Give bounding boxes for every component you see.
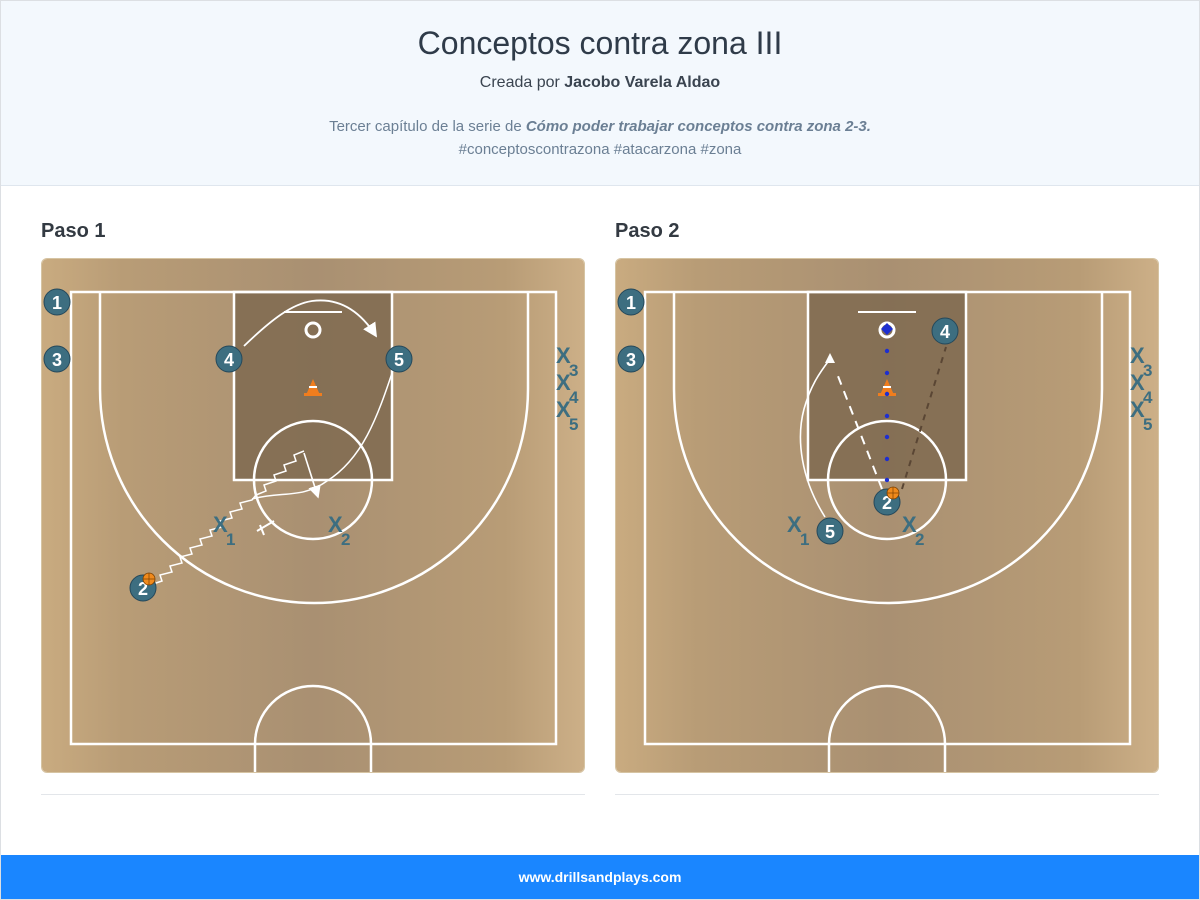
defender-x1[interactable]: X 1 [213,512,235,549]
screen-direction [303,452,321,499]
svg-text:1: 1 [226,530,235,549]
svg-text:4: 4 [569,388,579,407]
svg-text:3: 3 [1143,361,1152,380]
player-4[interactable]: 4 [931,317,959,345]
basketball-icon [142,572,156,586]
defender-x2[interactable]: X 2 [328,512,350,549]
step-title: Paso 2 [615,220,680,242]
player-label: 3 [52,350,62,370]
free-throw-circle [826,419,948,541]
player-5[interactable]: 5 [816,517,844,545]
player-4[interactable]: 4 [215,345,243,373]
footer-site-link[interactable]: www.drillsandplays.com [518,869,682,885]
svg-text:1: 1 [800,530,809,549]
defenders: X 1 X 2 X 3 X 4 X 5 [787,343,1153,549]
svg-text:X: X [902,512,917,537]
svg-text:X: X [1130,370,1145,395]
page-title: Conceptos contra zona III [417,25,783,61]
defender-x5[interactable]: X 5 [1130,397,1152,434]
pass-line-dark [901,346,947,490]
court-svg: 1 3 4 5 2 [616,259,1158,772]
free-throw-circle [252,419,374,541]
player-label: 1 [52,293,62,313]
cut-line-5 [251,366,395,500]
description: Tercer capítulo de la serie de Cómo pode… [1,118,1199,135]
author-name: Jacobo Varela Aldao [564,74,721,91]
court-diagram: 1 3 4 5 2 [615,258,1159,773]
court-lines [643,290,1132,772]
svg-text:X: X [787,512,802,537]
footer: www.drillsandplays.com [1,855,1199,899]
player-3[interactable]: 3 [617,345,645,373]
player-label: 3 [626,350,636,370]
cut-path-5 [799,358,831,518]
svg-text:X: X [556,343,571,368]
defender-x2[interactable]: X 2 [902,512,924,549]
page-header: Conceptos contra zona III Creada por Jac… [1,1,1199,186]
svg-text:X: X [1130,397,1145,422]
dribble-path-2 [149,450,305,586]
player-2-with-ball[interactable]: 2 [129,572,157,602]
byline-prefix: Creada por [479,74,565,91]
svg-text:2: 2 [341,530,350,549]
svg-text:X: X [556,370,571,395]
defender-x4[interactable]: X 4 [1130,370,1153,407]
step-2: Paso 2 [615,218,1159,795]
three-point-line [672,292,1104,605]
svg-text:2: 2 [915,530,924,549]
cut-arrow-head [825,353,835,363]
step-title: Paso 1 [41,220,106,242]
defender-x5[interactable]: X 5 [556,397,578,434]
player-3[interactable]: 3 [43,345,71,373]
screen-end [259,524,265,536]
player-label: 4 [940,322,950,342]
screen-line [256,520,275,532]
svg-text:X: X [556,397,571,422]
player-label: 5 [825,522,835,542]
basketball-icon [886,486,900,500]
shot-path [884,348,890,483]
center-circle [253,684,373,772]
cut-arrow-4 [243,299,377,347]
player-label: 1 [626,293,636,313]
svg-text:X: X [213,512,228,537]
cone-icon [304,379,322,396]
player-label: 4 [224,350,234,370]
pass-line-white [835,370,883,490]
byline: Creada por Jacobo Varela Aldao [1,74,1199,92]
court-svg: 1 3 4 5 2 [42,259,584,772]
defenders: X 1 X 2 X 3 X 4 X 5 [213,343,579,549]
court-diagram: 1 3 4 5 2 [41,258,585,773]
hashtags: #conceptoscontrazona #atacarzona #zona [458,141,742,158]
step-divider [41,794,585,795]
player-5[interactable]: 5 [385,345,413,373]
player-label: 2 [882,493,892,513]
svg-text:4: 4 [1143,388,1153,407]
svg-text:X: X [1130,343,1145,368]
center-circle [827,684,947,772]
defender-x4[interactable]: X 4 [556,370,579,407]
player-1[interactable]: 1 [43,288,71,316]
player-label: 2 [138,579,148,599]
description-prefix: Tercer capítulo de la serie de [329,118,526,135]
court-lines [69,290,558,772]
step-divider [615,794,1159,795]
svg-text:3: 3 [569,361,578,380]
player-label: 5 [394,350,404,370]
shot-target-marker [881,323,893,335]
svg-text:5: 5 [1143,415,1152,434]
defender-x3[interactable]: X 3 [556,343,578,380]
defender-x3[interactable]: X 3 [1130,343,1152,380]
step-1: Paso 1 [41,218,585,795]
series-name: Cómo poder trabajar conceptos contra zon… [525,118,871,135]
defender-x1[interactable]: X 1 [787,512,809,549]
three-point-line [98,292,530,605]
player-1[interactable]: 1 [617,288,645,316]
basket-ring [304,321,322,339]
svg-text:X: X [328,512,343,537]
svg-text:5: 5 [569,415,578,434]
player-2-with-ball[interactable]: 2 [873,486,901,516]
